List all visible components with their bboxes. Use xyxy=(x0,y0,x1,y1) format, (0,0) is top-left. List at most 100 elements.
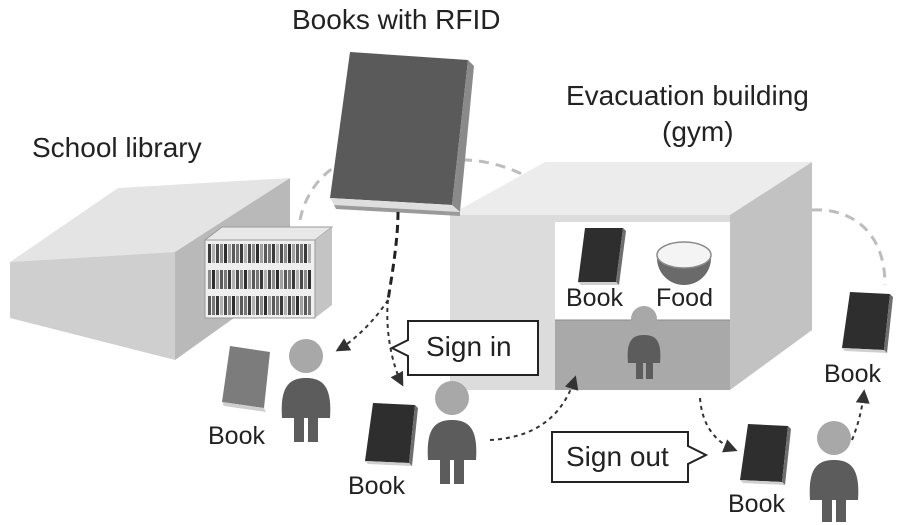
sign-in-label: Sign in xyxy=(426,331,512,362)
evacuation-building-label: Evacuation building xyxy=(566,80,809,111)
shelf-book-spine xyxy=(224,270,227,289)
sign-in-callout xyxy=(389,320,539,376)
bookshelf-icon xyxy=(203,226,334,319)
gym-person-icon xyxy=(627,306,661,379)
shelf-book-spine xyxy=(296,244,299,263)
shelf-book-spine xyxy=(268,296,271,315)
library-person-icon xyxy=(281,339,331,442)
shelf-book-spine xyxy=(244,270,247,289)
shelf-book-spine xyxy=(304,296,307,315)
arrow-to-exit xyxy=(699,397,738,453)
returned-book-icon xyxy=(842,292,893,353)
shelf-book-spine xyxy=(280,296,283,315)
library-book-label: Book xyxy=(208,422,265,450)
shelf-book-spine xyxy=(228,270,231,289)
walking-book-label: Book xyxy=(348,472,405,500)
shelf-book-spine xyxy=(276,270,279,289)
shelf-book-spine xyxy=(280,244,283,263)
shelf-book-spine xyxy=(224,244,227,263)
shelf-book-spine xyxy=(216,270,219,289)
shelf-book-spine xyxy=(288,270,291,289)
book-inside-label: Book xyxy=(566,284,623,312)
shelf-book-spine xyxy=(272,296,275,315)
shelf-book-spine xyxy=(300,270,303,289)
shelf-book-spine xyxy=(228,296,231,315)
shelf-book-spine xyxy=(224,296,227,315)
shelf-book-spine xyxy=(272,244,275,263)
shelf-book-spine xyxy=(260,270,263,289)
shelf-book-spine xyxy=(220,244,223,263)
shelf-book-spine xyxy=(220,296,223,315)
shelf-book-spine xyxy=(248,244,251,263)
walking-person-icon xyxy=(427,381,477,484)
shelf-book-spine xyxy=(208,270,211,289)
exit-book-icon xyxy=(740,424,791,485)
shelf-book-spine xyxy=(280,270,283,289)
shelf-book-spine xyxy=(304,270,307,289)
shelf-book-spine xyxy=(292,270,295,289)
exit-book-label: Book xyxy=(728,490,785,518)
shelf-book-spine xyxy=(232,270,235,289)
shelf-book-spine xyxy=(268,244,271,263)
shelf-book-spine xyxy=(252,296,255,315)
shelf-book-spine xyxy=(256,296,259,315)
shelf-book-spine xyxy=(292,296,295,315)
shelf-book-spine xyxy=(296,296,299,315)
dashed-path-gym-to-returned-book xyxy=(811,208,887,286)
shelf-book-spine xyxy=(212,244,215,263)
school-library-label: School library xyxy=(32,132,202,163)
shelf-book-spine xyxy=(284,296,287,315)
arrow-to-gym xyxy=(489,375,579,441)
shelf-book-spine xyxy=(252,270,255,289)
books-with-rfid-label: Books with RFID xyxy=(292,4,501,35)
shelf-book-spine xyxy=(216,296,219,315)
shelf-book-spine xyxy=(220,270,223,289)
shelf-book-spine xyxy=(300,296,303,315)
sign-out-callout xyxy=(551,431,709,483)
shelf-book-spine xyxy=(212,270,215,289)
walking-book-icon xyxy=(365,403,418,466)
shelf-book-spine xyxy=(308,270,311,289)
returned-book-label: Book xyxy=(824,360,881,388)
shelf-book-spine xyxy=(232,244,235,263)
shelf-book-spine xyxy=(304,244,307,263)
sign-out-label: Sign out xyxy=(566,441,669,472)
shelf-book-spine xyxy=(212,296,215,315)
evacuation-building-sublabel: (gym) xyxy=(662,116,734,147)
shelf-book-spine xyxy=(264,296,267,315)
shelf-book-spine xyxy=(244,296,247,315)
library-book-icon xyxy=(222,346,270,412)
shelf-book-spine xyxy=(272,270,275,289)
shelf-book-spine xyxy=(208,244,211,263)
shelf-book-spine xyxy=(268,270,271,289)
exit-person-icon xyxy=(809,421,859,522)
shelf-book-spine xyxy=(240,244,243,263)
food-inside-label: Food xyxy=(656,284,713,312)
shelf-book-spine xyxy=(284,244,287,263)
shelf-book-spine xyxy=(236,244,239,263)
rice-bowl-icon xyxy=(656,241,712,285)
arrow-rfid-to-signin xyxy=(386,211,400,301)
rfid-book-icon xyxy=(330,52,474,216)
shelf-book-spine xyxy=(236,296,239,315)
shelf-book-spine xyxy=(296,270,299,289)
shelf-book-spine xyxy=(260,296,263,315)
shelf-book-spine xyxy=(208,296,211,315)
shelf-book-spine xyxy=(292,244,295,263)
arrow-to-returned-book xyxy=(851,389,870,441)
shelf-book-spine xyxy=(240,270,243,289)
shelf-book-spine xyxy=(308,296,311,315)
shelf-book-spine xyxy=(244,244,247,263)
shelf-book-spine xyxy=(252,244,255,263)
shelf-book-spine xyxy=(288,296,291,315)
book-icon xyxy=(578,228,626,285)
shelf-book-spine xyxy=(228,244,231,263)
shelf-book-spine xyxy=(216,244,219,263)
shelf-book-spine xyxy=(300,244,303,263)
shelf-book-spine xyxy=(284,270,287,289)
shelf-book-spine xyxy=(248,296,251,315)
dashed-path-library-to-book xyxy=(298,163,339,221)
shelf-book-spine xyxy=(256,244,259,263)
arrow-to-library-person xyxy=(335,299,389,352)
